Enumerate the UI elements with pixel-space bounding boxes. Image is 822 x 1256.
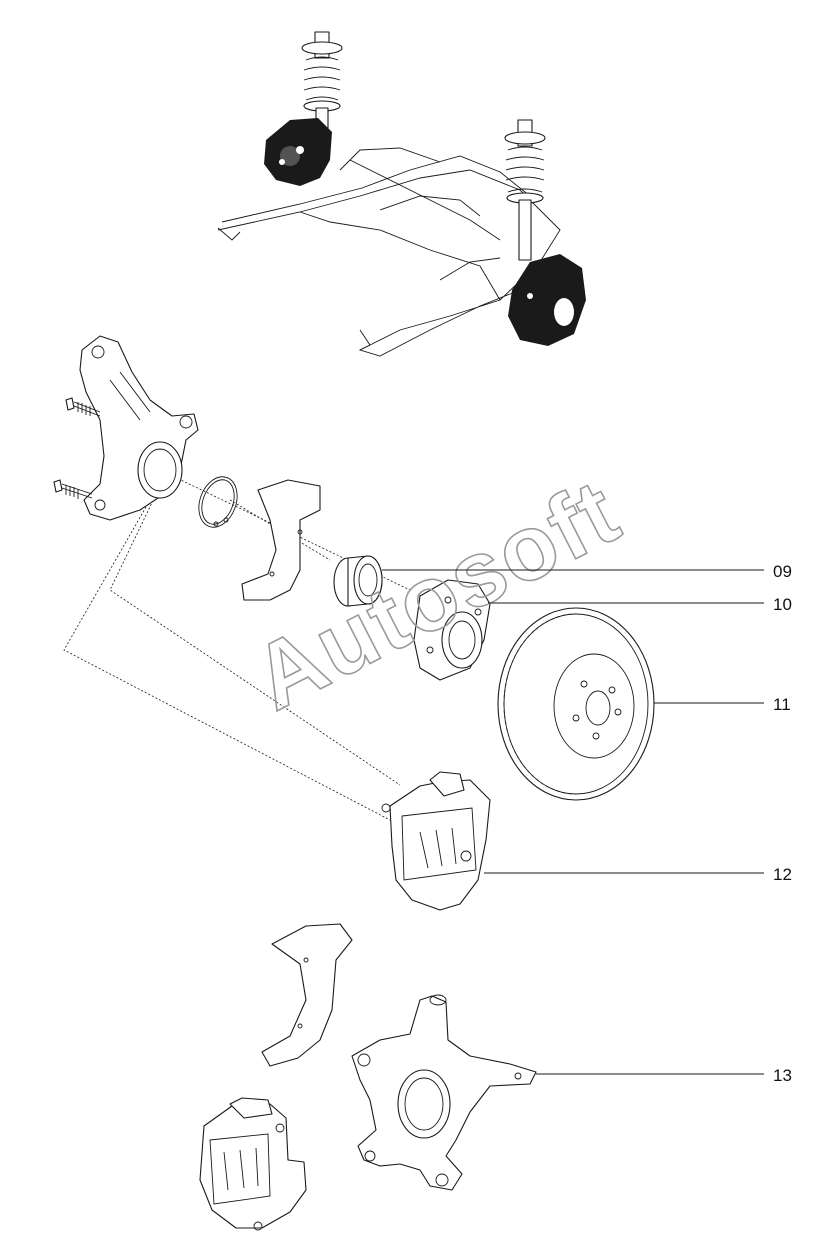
callout-label-10: 10 [773,595,792,614]
dust-shield-lower [261,923,353,1067]
dust-shield-upper [241,479,321,601]
snap-ring [198,476,238,528]
callout-label-11: 11 [773,695,791,714]
steering-knuckle-upper [79,335,199,521]
brake-caliper-lower [199,1097,307,1231]
right-strut [504,119,546,261]
steering-knuckle-lower [351,994,537,1191]
brake-caliper-upper [381,771,491,911]
callout-12: 12 [484,865,792,884]
wheel-hub [413,579,491,681]
wheel-bearing [333,555,383,607]
knuckle-bolt-upper [65,397,101,417]
callout-09: 09 [382,562,792,581]
callout-10: 10 [488,595,792,614]
callout-11: 11 [654,695,791,714]
brake-disc [497,607,655,801]
left-knuckle-highlight [264,118,332,186]
callout-13: 13 [536,1066,792,1085]
callout-label-09: 09 [773,562,792,581]
knuckle-bolt-lower [53,479,93,499]
right-knuckle-highlight [508,254,586,346]
suspension-assembly-overview [217,31,586,357]
callout-label-13: 13 [773,1066,792,1085]
callout-label-12: 12 [773,865,792,884]
explosion-guide-lines [63,469,411,821]
